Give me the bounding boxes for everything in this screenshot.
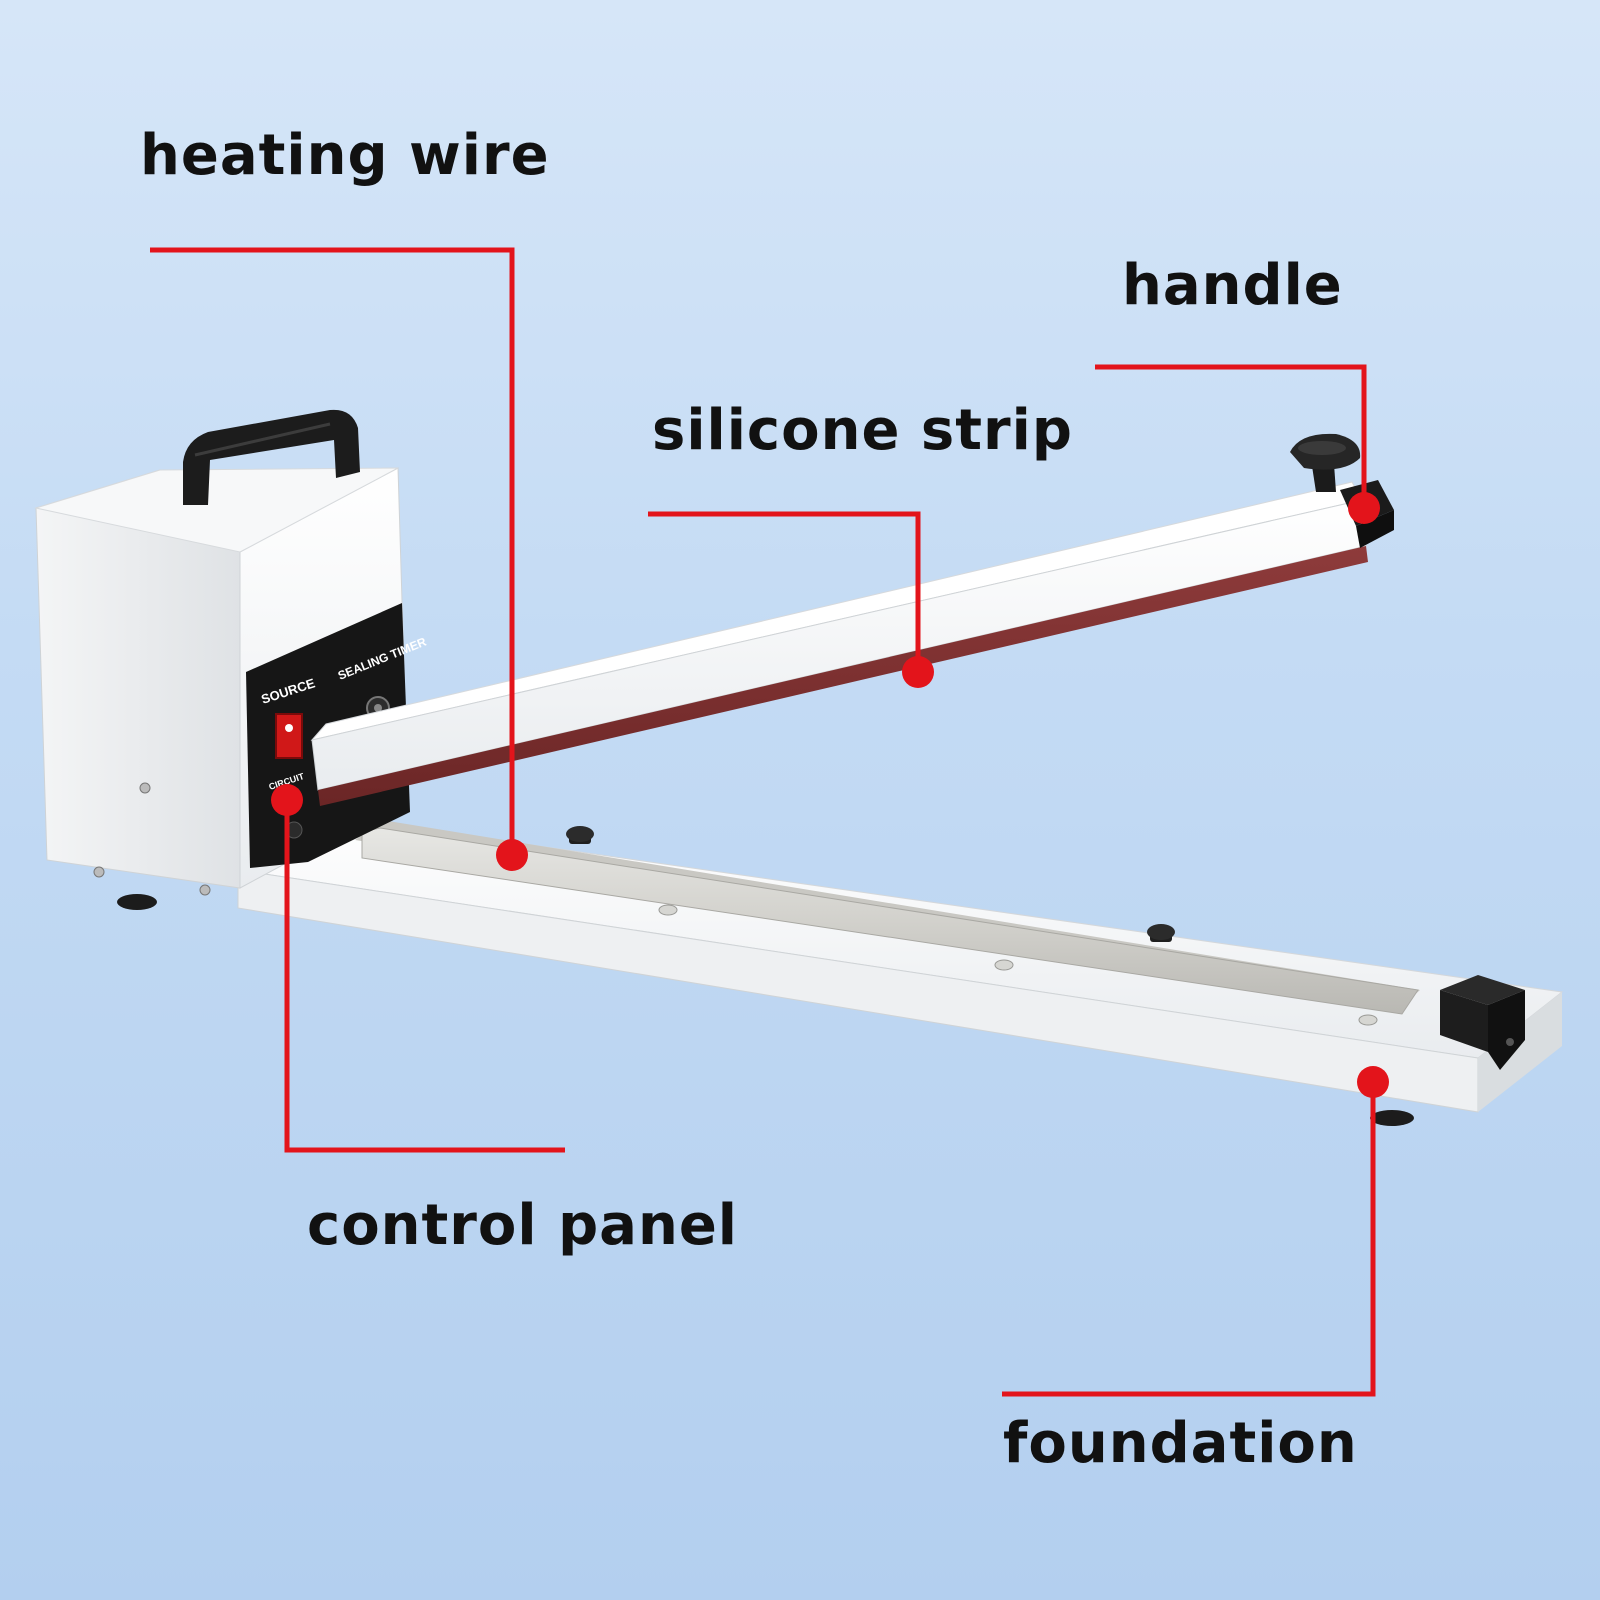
heating-rail xyxy=(355,820,1525,1070)
handle-knob[interactable] xyxy=(1290,433,1361,492)
label-heating-wire: heating wire xyxy=(140,123,550,188)
label-control-panel: control panel xyxy=(307,1193,739,1258)
dot-control-panel xyxy=(271,784,303,816)
callout-dots xyxy=(271,492,1389,1098)
heating-tube xyxy=(361,827,1419,1015)
carry-handle xyxy=(183,409,360,505)
rail-knob-2 xyxy=(1147,924,1175,942)
foot-left xyxy=(117,894,157,910)
dot-silicone-strip xyxy=(902,656,934,688)
rail-knob-1 xyxy=(566,826,594,844)
silicone-strip xyxy=(318,546,1368,806)
latch-block xyxy=(1440,975,1525,1070)
foot-right xyxy=(1370,1110,1414,1126)
leader-silicone-strip xyxy=(648,511,921,672)
power-switch[interactable] xyxy=(275,713,303,759)
leader-handle xyxy=(1095,364,1367,508)
leader-control-panel xyxy=(284,800,565,1153)
callout-leaders xyxy=(150,247,1376,1397)
label-handle: handle xyxy=(1122,253,1343,318)
dot-foundation xyxy=(1357,1066,1389,1098)
leader-heating-wire xyxy=(150,247,515,855)
dot-handle xyxy=(1348,492,1380,524)
arm-top xyxy=(310,481,1363,741)
arm-front xyxy=(311,499,1367,791)
foundation-base xyxy=(117,814,1564,1126)
sealing-arm xyxy=(310,433,1394,806)
label-silicone-strip: silicone strip xyxy=(652,398,1073,463)
label-foundation: foundation xyxy=(1003,1411,1358,1476)
leader-foundation xyxy=(1002,1082,1376,1397)
dot-heating-wire xyxy=(496,839,528,871)
base-end xyxy=(1478,992,1562,1112)
